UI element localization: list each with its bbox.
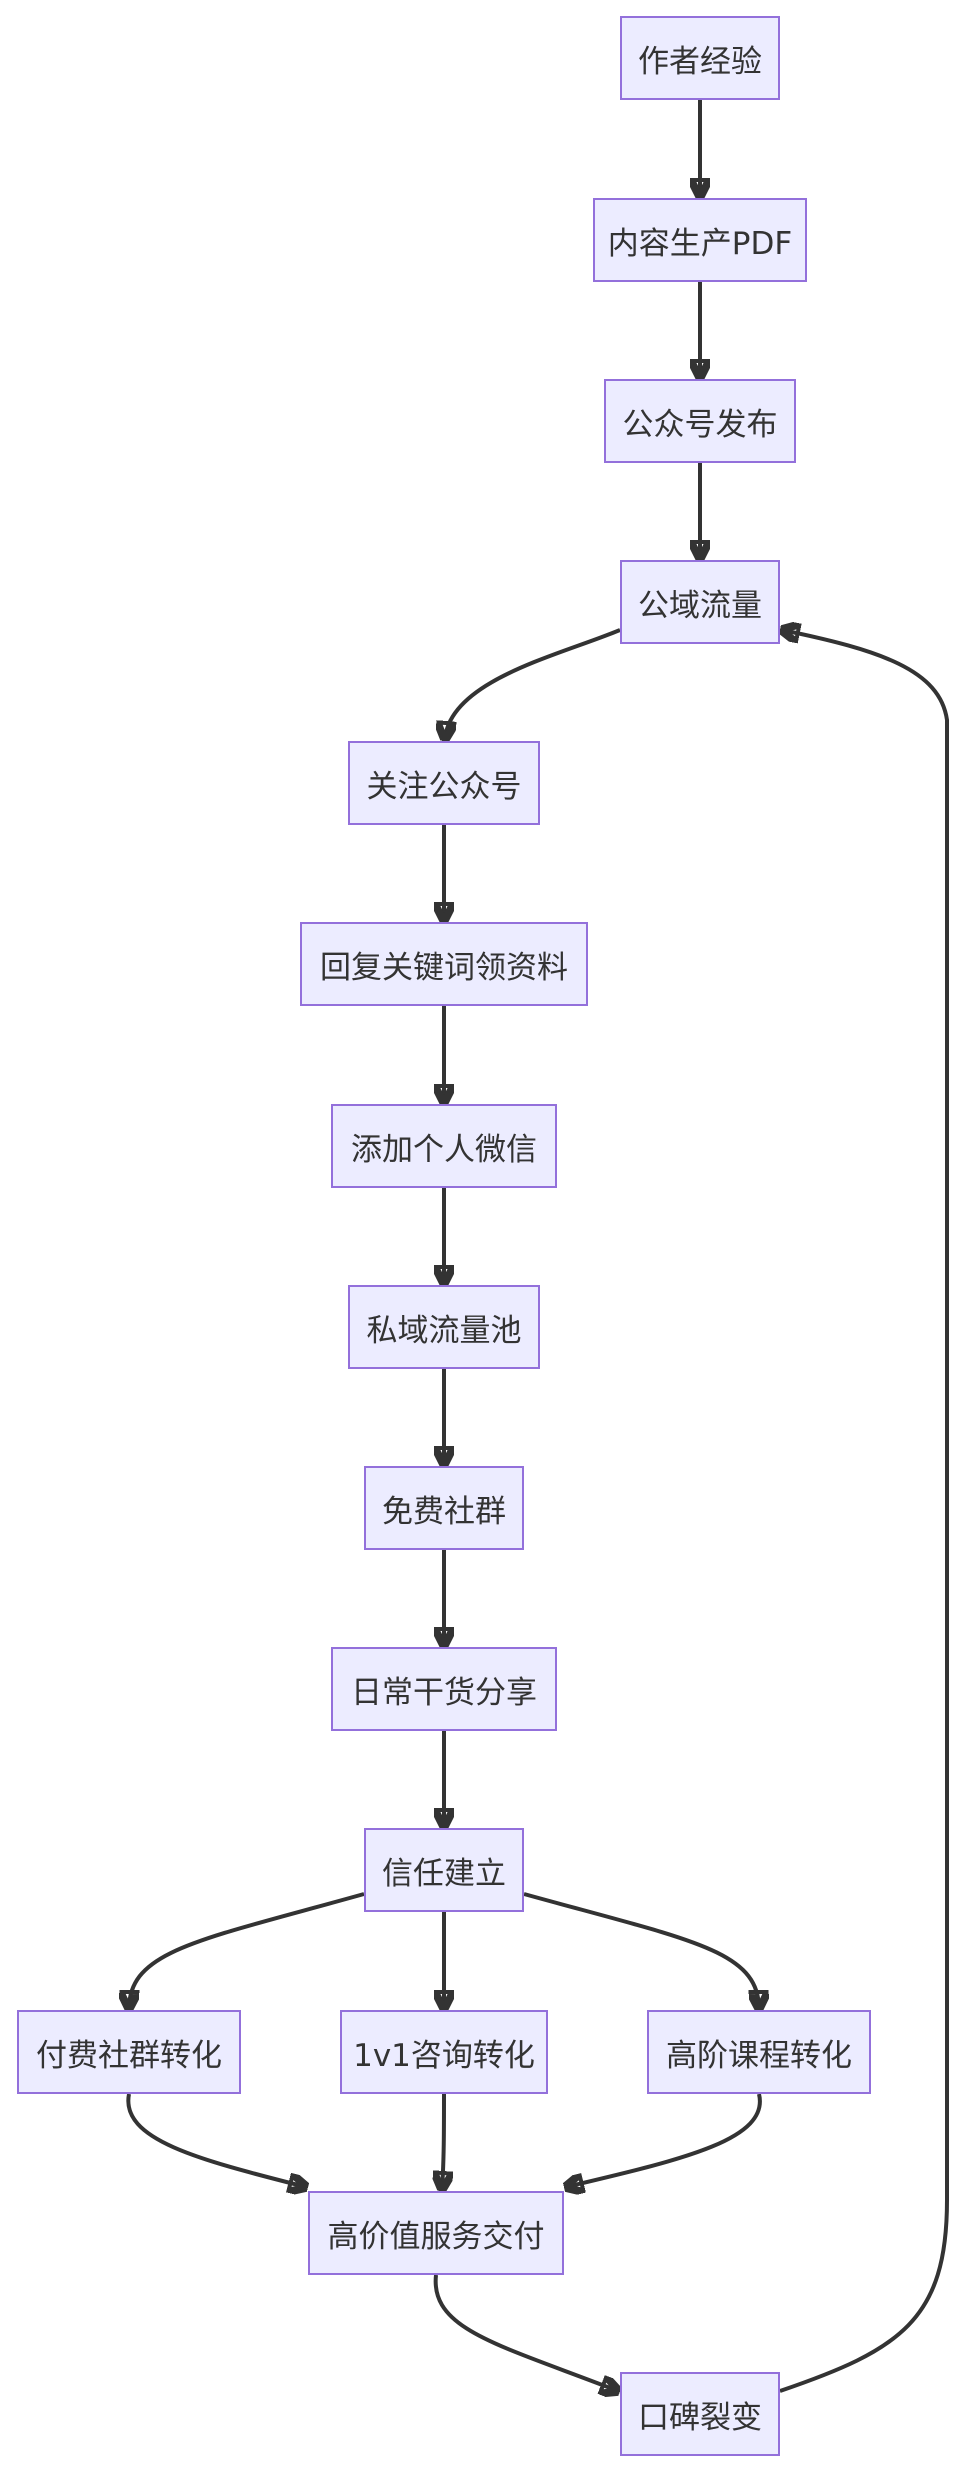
node-label: 公众号发布 — [622, 406, 778, 443]
edge-one-on-one-to-high-value-delivery — [442, 2093, 444, 2189]
edge-advanced-course-to-high-value-delivery — [566, 2093, 762, 2187]
node-label: 高价值服务交付 — [327, 2218, 545, 2255]
node-label: 免费社群 — [382, 1493, 506, 1530]
edge-trust-building-to-advanced-course — [523, 1892, 759, 2008]
node-free-community: 免费社群 — [364, 1466, 524, 1550]
node-label: 关注公众号 — [366, 768, 522, 805]
node-label: 回复关键词领资料 — [320, 949, 568, 986]
node-daily-sharing: 日常干货分享 — [331, 1647, 557, 1731]
edge-paid-community-to-high-value-delivery — [126, 2093, 306, 2187]
node-public-traffic: 公域流量 — [620, 560, 780, 644]
node-advanced-course: 高阶课程转化 — [647, 2010, 871, 2094]
node-label: 内容生产PDF — [607, 225, 793, 262]
node-follow-account: 关注公众号 — [348, 741, 540, 825]
node-one-on-one: 1v1咨询转化 — [340, 2010, 548, 2094]
node-label: 作者经验 — [638, 43, 762, 80]
node-private-traffic-pool: 私域流量池 — [348, 1285, 540, 1369]
node-label: 私域流量池 — [366, 1312, 522, 1349]
node-label: 日常干货分享 — [351, 1674, 537, 1711]
node-paid-community: 付费社群转化 — [17, 2010, 241, 2094]
node-word-of-mouth: 口碑裂变 — [620, 2372, 780, 2456]
node-label: 口碑裂变 — [638, 2399, 762, 2436]
node-label: 1v1咨询转化 — [353, 2037, 535, 2074]
edge-word-of-mouth-to-public-traffic — [780, 630, 949, 2393]
node-content-pdf: 内容生产PDF — [593, 198, 807, 282]
node-label: 添加个人微信 — [351, 1131, 537, 1168]
node-label: 付费社群转化 — [36, 2037, 222, 2074]
edge-high-value-delivery-to-word-of-mouth — [433, 2274, 618, 2391]
node-reply-keyword: 回复关键词领资料 — [300, 922, 588, 1006]
node-author-experience: 作者经验 — [620, 16, 780, 100]
node-label: 高阶课程转化 — [666, 2037, 852, 2074]
node-label: 公域流量 — [638, 587, 762, 624]
edge-trust-building-to-paid-community — [129, 1892, 365, 2008]
node-wechat-publish: 公众号发布 — [604, 379, 796, 463]
edge-public-traffic-to-follow-account — [445, 628, 621, 739]
node-high-value-delivery: 高价值服务交付 — [308, 2191, 564, 2275]
node-label: 信任建立 — [382, 1855, 506, 1892]
node-trust-building: 信任建立 — [364, 1828, 524, 1912]
node-add-personal-wechat: 添加个人微信 — [331, 1104, 557, 1188]
